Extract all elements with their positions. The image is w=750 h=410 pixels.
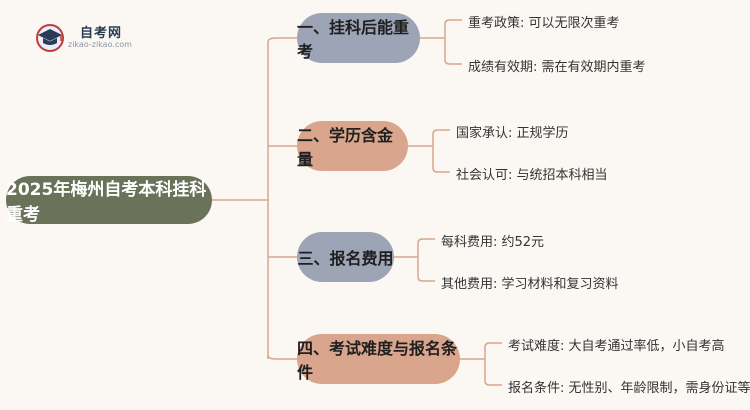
connector-leaf-4-2 — [484, 359, 502, 386]
leaf-fee-per-subject: 每科费用: 约52元 — [441, 235, 545, 250]
graduation-cap-icon — [36, 24, 64, 52]
connector-branch-1 — [267, 37, 297, 43]
branch-node-difficulty: 四、考试难度与报名条件 — [297, 334, 460, 384]
connector-leaf-2-1 — [432, 129, 450, 146]
connector-leaf-1-1 — [444, 19, 462, 38]
brand-logo[interactable]: 自考网 zikao-zikao.com — [34, 20, 154, 56]
leaf-retake-policy: 重考政策: 可以无限次重考 — [468, 16, 620, 31]
connector-leaf-2-2 — [432, 146, 450, 173]
connector-leaf-4-1 — [484, 342, 502, 359]
branch-node-fees: 三、报名费用 — [297, 232, 394, 282]
leaf-other-fees: 其他费用: 学习材料和复习资料 — [441, 277, 619, 292]
branch-node-retake: 一、挂科后能重考 — [297, 13, 420, 63]
leaf-score-validity: 成绩有效期: 需在有效期内重考 — [468, 60, 646, 75]
brand-url: zikao-zikao.com — [68, 40, 132, 49]
connector-branch-4 — [267, 354, 297, 360]
connector-leaf-1-2 — [444, 38, 462, 65]
brand-title: 自考网 — [80, 26, 123, 41]
leaf-registration-requirements: 报名条件: 无性别、年龄限制，需身份证等材料 — [508, 381, 750, 396]
connector-leaf-3-2 — [417, 257, 435, 282]
root-node: 2025年梅州自考本科挂科重考 — [6, 176, 212, 225]
branch-node-value: 二、学历含金量 — [297, 121, 408, 171]
leaf-social-recognition: 社会认可: 与统招本科相当 — [456, 168, 608, 183]
connector-leaf-3-1 — [417, 238, 435, 257]
leaf-national-recognition: 国家承认: 正规学历 — [456, 126, 569, 141]
leaf-exam-difficulty: 考试难度: 大自考通过率低，小自考高 — [508, 339, 725, 354]
